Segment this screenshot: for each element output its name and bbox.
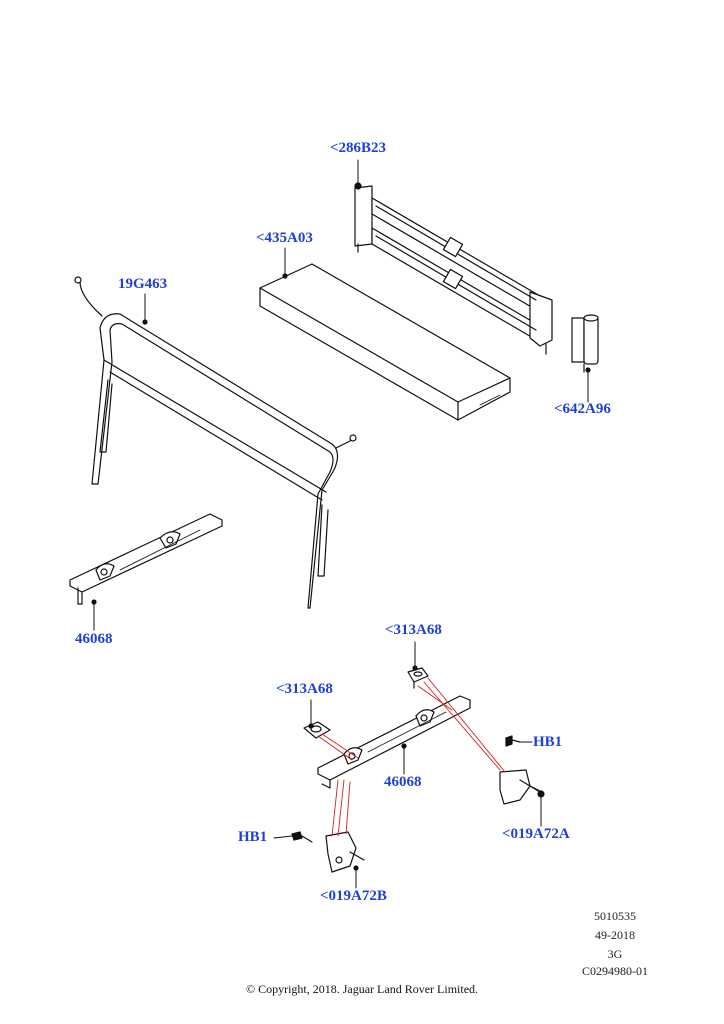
callout-313a68-top[interactable]: <313A68 <box>385 622 442 638</box>
bracket-right-part[interactable] <box>499 769 545 805</box>
bolt-right-part[interactable] <box>505 735 521 747</box>
callout-286b23[interactable]: <286B23 <box>330 140 387 156</box>
seat-rail-upper-part[interactable] <box>69 513 223 605</box>
seat-rail-lower-part[interactable] <box>317 695 471 789</box>
callout-019a72a[interactable]: <019A72A <box>502 826 570 842</box>
callout-19g463[interactable]: 19G463 <box>118 276 168 292</box>
callout-019a72b[interactable]: <019A72B <box>320 888 387 904</box>
callout-313a68-left[interactable]: <313A68 <box>276 681 333 697</box>
copyright-notice: © Copyright, 2018. Jaguar Land Rover Lim… <box>245 982 479 996</box>
callout-hb1-right[interactable]: HB1 <box>533 734 563 750</box>
assembly-guide-lines <box>317 677 506 837</box>
reference-code: 3G <box>607 947 623 961</box>
seat-cushion-part[interactable] <box>259 263 511 421</box>
reference-number: 5010535 <box>594 909 636 923</box>
seat-support-frame-part[interactable] <box>74 276 357 609</box>
bushing-top-part[interactable] <box>407 665 429 689</box>
illustration-id: C0294980-01 <box>582 964 648 978</box>
callout-435a03[interactable]: <435A03 <box>256 230 313 246</box>
reference-date: 49-2018 <box>595 928 635 942</box>
bracket-left-part[interactable] <box>325 831 365 873</box>
callout-46068-lower[interactable]: 46068 <box>384 774 422 790</box>
callout-hb1-left[interactable]: HB1 <box>238 829 268 845</box>
seat-actuator-part[interactable] <box>571 314 599 373</box>
bolt-left-part[interactable] <box>291 831 313 843</box>
callout-642a96[interactable]: <642A96 <box>554 401 611 417</box>
bushing-left-part[interactable] <box>303 721 331 739</box>
callout-46068-upper[interactable]: 46068 <box>75 631 113 647</box>
seat-back-frame-part[interactable] <box>354 182 553 355</box>
leader-lines <box>93 159 589 889</box>
